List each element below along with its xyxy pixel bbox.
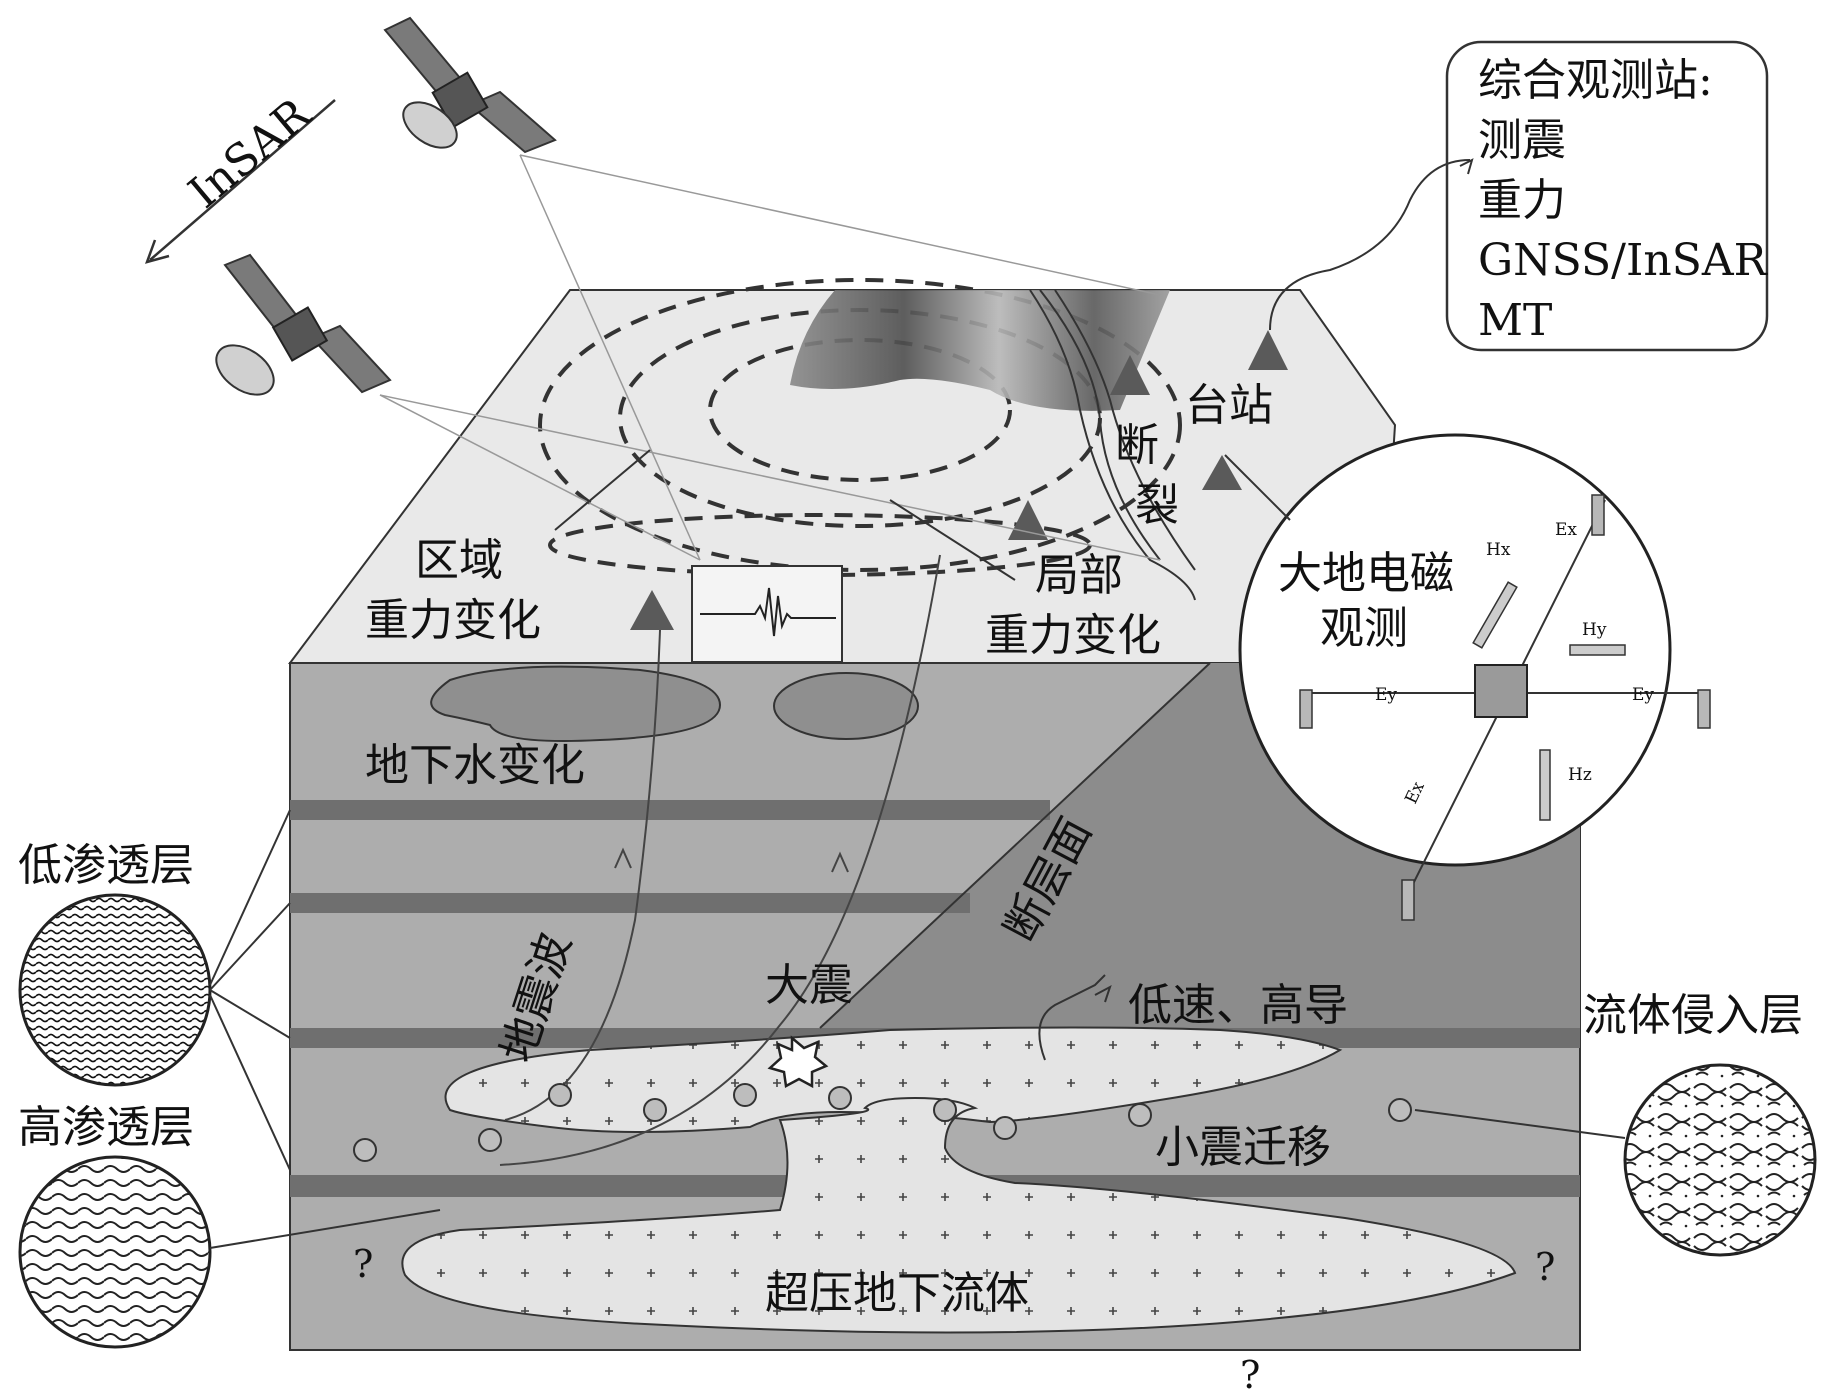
high-perm-label: 高渗透层 xyxy=(18,1102,194,1153)
insar-beams xyxy=(379,154,1161,561)
leader-lines xyxy=(209,158,1626,1249)
fluid-intrusion-body xyxy=(444,1026,1343,1133)
high-perm-sample xyxy=(18,1155,212,1349)
fault-rupture-label-2: 裂 xyxy=(1135,480,1179,531)
satellite-top xyxy=(383,16,557,154)
station-box-seismic: 测震 xyxy=(1478,115,1566,166)
mt-ex-top: Ex xyxy=(1555,520,1577,540)
mt-hz: Hz xyxy=(1568,765,1592,785)
station-info-box xyxy=(1445,40,1769,352)
station-box-title: 综合观测站: xyxy=(1478,55,1713,106)
question-mark: ? xyxy=(1535,1245,1555,1289)
mt-hy: Hy xyxy=(1582,620,1607,640)
station-box-mt: MT xyxy=(1478,295,1552,346)
local-gravity-label-1: 局部 xyxy=(1035,550,1123,601)
question-mark: ? xyxy=(1240,1353,1260,1395)
station-box-gnss: GNSS/InSAR xyxy=(1478,235,1769,286)
fluid-intrusion-sample xyxy=(1623,1063,1817,1257)
big-quake-star xyxy=(767,1035,829,1089)
station-triangle xyxy=(1202,455,1242,490)
mt-hx: Hx xyxy=(1486,540,1511,560)
dark-band xyxy=(290,893,970,913)
station-triangle xyxy=(1248,330,1288,370)
big-quake-label: 大震 xyxy=(765,960,853,1011)
fault-rupture-label-1: 断 xyxy=(1115,420,1159,471)
overpressure-fluid-label: 超压地下流体 xyxy=(765,1268,1029,1319)
local-gravity-label-2: 重力变化 xyxy=(985,610,1161,661)
dark-band xyxy=(290,800,1050,820)
fluid-intrusion-label: 流体侵入层 xyxy=(1583,990,1803,1041)
station-label: 台站 xyxy=(1185,380,1273,431)
mt-title-2: 观测 xyxy=(1320,603,1408,654)
groundwater-label: 地下水变化 xyxy=(365,740,585,791)
low-velocity-label: 低速、高导 xyxy=(1128,980,1348,1031)
insar-label: InSAR xyxy=(179,88,321,219)
station-triangle xyxy=(630,590,674,630)
groundwater-lens xyxy=(430,665,722,742)
satellite-bottom xyxy=(215,253,392,396)
fault-trace xyxy=(1029,289,1196,601)
mt-ey-left: Ey xyxy=(1375,685,1397,705)
station-box-gravity: 重力 xyxy=(1478,175,1566,226)
mt-title-1: 大地电磁 xyxy=(1278,548,1454,599)
groundwater-lens xyxy=(773,672,919,740)
station-triangle xyxy=(1110,355,1150,395)
question-mark: ? xyxy=(353,1242,373,1286)
overpressure-fluid-body xyxy=(401,1096,1517,1334)
insar-arrow xyxy=(145,99,336,264)
small-quake-migration-label: 小震迁移 xyxy=(1155,1122,1331,1173)
small-quakes xyxy=(353,1083,1412,1162)
low-perm-label: 低渗透层 xyxy=(18,840,194,891)
mt-ey-right: Ey xyxy=(1632,685,1654,705)
low-perm-sample xyxy=(18,893,212,1087)
mt-observation-circle xyxy=(1238,433,1711,921)
regional-gravity-label-2: 重力变化 xyxy=(365,595,541,646)
regional-gravity-label-1: 区域 xyxy=(415,535,503,586)
crust-block xyxy=(287,278,1581,1351)
